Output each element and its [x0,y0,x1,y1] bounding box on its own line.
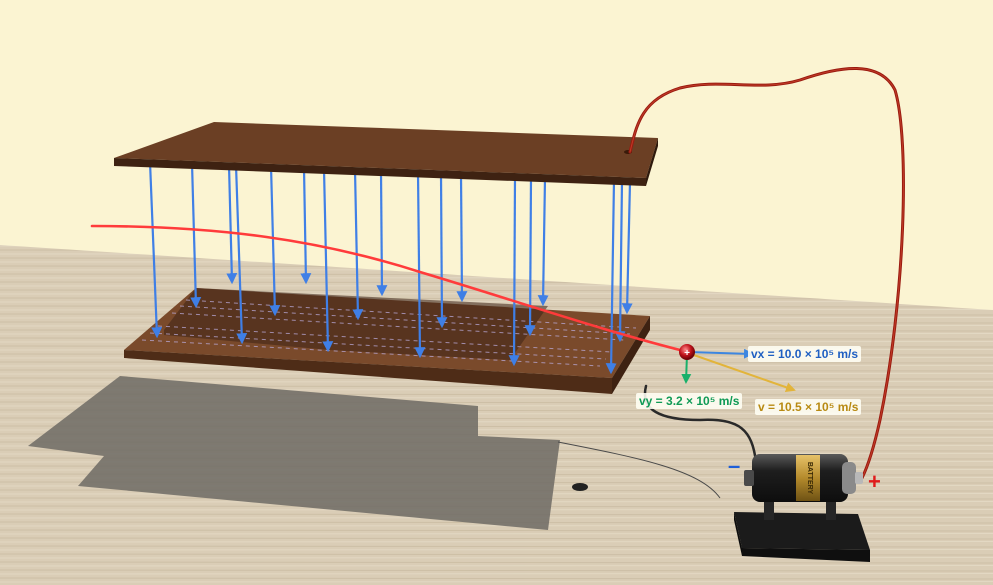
field-arrow [234,164,248,345]
field-arrow [376,170,388,297]
field-arrow [605,179,617,375]
field-arrow [148,161,163,339]
field-arrow [524,176,536,337]
field-arrow [322,168,334,353]
battery[interactable]: BATTERY [734,454,870,562]
charge-trajectory [90,224,690,354]
battery-gold-band [796,455,820,501]
field-arrow [614,180,626,343]
top-plate [114,122,658,186]
v-arrow [687,352,796,393]
battery-neg-terminal [744,470,754,486]
plate-shadow [28,376,560,530]
battery-brand: BATTERY [806,462,813,495]
field-arrow [436,172,448,329]
wire-hole [572,483,588,491]
field-arrow [621,181,633,315]
field-arrow [508,175,520,367]
field-arrow [537,177,549,307]
vy-label: vy = 3.2 × 10⁵ m/s [636,393,743,409]
field-arrow [226,164,238,285]
vx-label: vx = 10.0 × 10⁵ m/s [748,346,862,362]
vx-arrow [687,348,754,359]
battery-stand-left [764,494,774,520]
battery-cap [842,462,856,494]
battery-base [734,512,870,550]
electric-field-lines [148,161,633,375]
battery-positive-sign: + [868,469,881,494]
positive-wire-highlight [629,67,904,479]
field-arrow [456,173,468,303]
floor-wire [557,441,721,499]
field-arrow [190,162,202,309]
v-label: v = 10.5 × 10⁵ m/s [755,399,862,415]
field-arrow [414,171,426,359]
charge-plus-sign: + [684,348,690,359]
field-arrow [269,165,281,317]
battery-terminal [855,472,863,484]
charged-particle[interactable]: + [679,344,695,360]
field-arrow [300,167,312,285]
battery-stand-right [826,494,836,520]
field-arrow [352,169,364,321]
battery-negative-sign: – [728,453,741,478]
